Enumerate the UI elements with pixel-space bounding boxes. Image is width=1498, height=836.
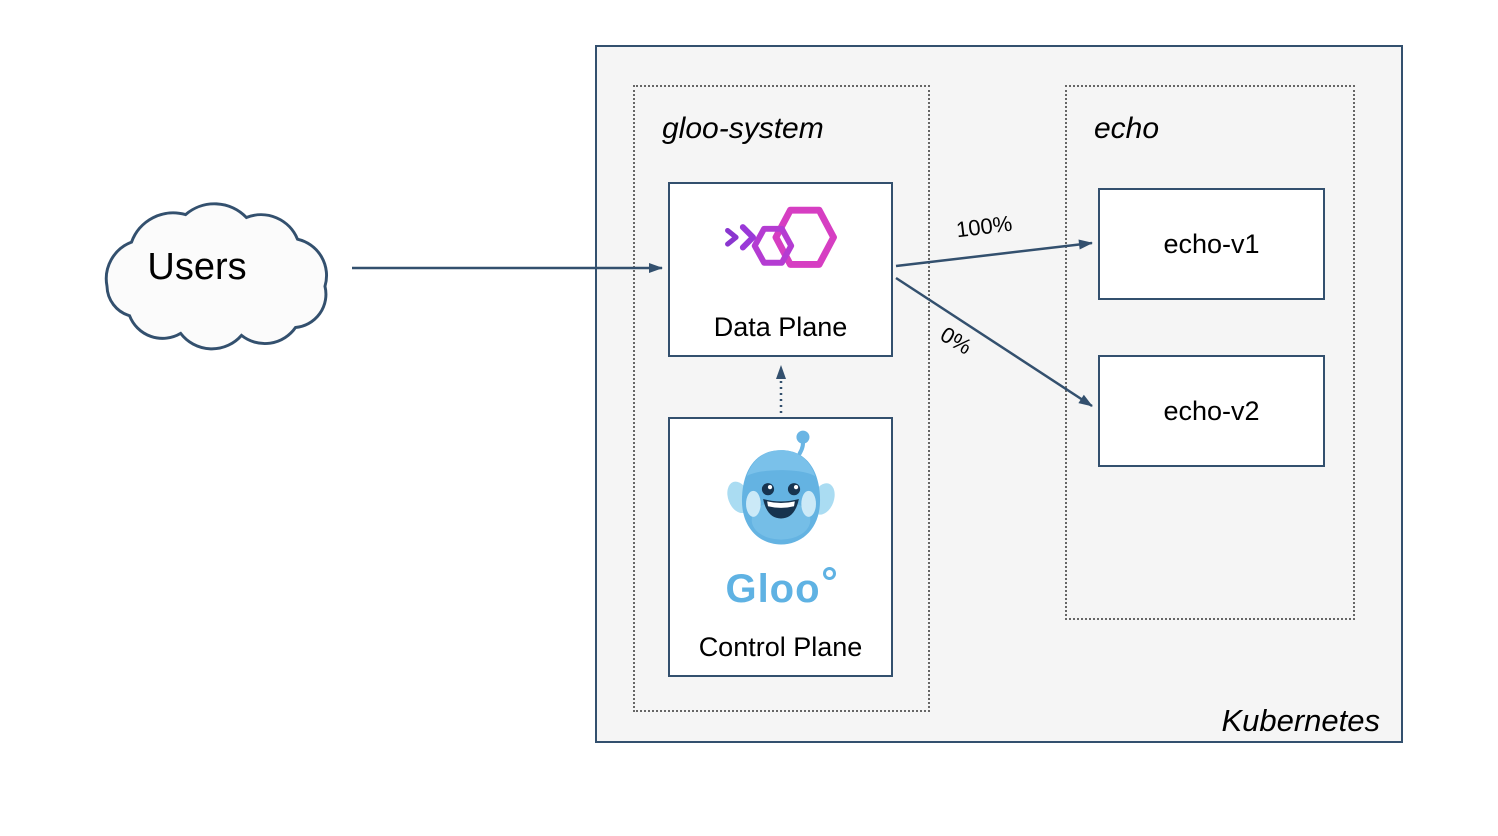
data-plane-label: Data Plane — [713, 311, 848, 342]
control-plane-label: Control Plane — [698, 631, 863, 662]
node-data-plane: Data Plane — [668, 182, 893, 357]
gloo-logo-text: Gloo — [725, 566, 821, 611]
namespace-echo-box — [1065, 85, 1355, 620]
gloo-logo-dot — [822, 566, 836, 580]
gloo-gateway-icon — [717, 200, 845, 278]
echo-v2-label: echo-v2 — [1163, 395, 1260, 426]
echo-v1-label: echo-v1 — [1163, 228, 1260, 259]
gloo-logo: Gloo — [725, 566, 836, 611]
node-echo-v2: echo-v2 — [1098, 355, 1325, 467]
users-cloud-shape — [104, 202, 328, 351]
users-label: Users — [147, 246, 247, 288]
gloo-mascot-icon — [718, 429, 844, 551]
kubernetes-label: Kubernetes — [1221, 703, 1380, 738]
namespace-gloo-system-label: gloo-system — [662, 112, 824, 145]
node-echo-v1: echo-v1 — [1098, 188, 1325, 300]
namespace-echo-label: echo — [1094, 112, 1160, 145]
node-control-plane: Gloo Control Plane — [668, 417, 893, 677]
